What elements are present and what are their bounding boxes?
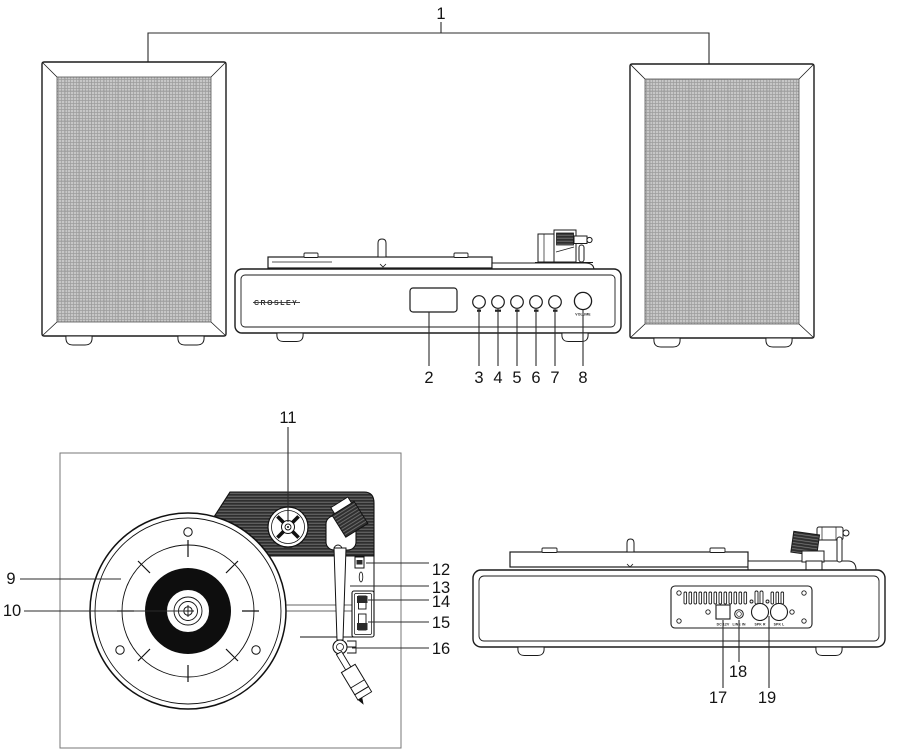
tonearm-top [325,496,373,705]
stylus [357,697,364,705]
speed-selector [351,590,375,638]
callout-15: 15 [432,614,450,632]
callout-3: 3 [474,369,483,387]
callout-17: 17 [709,689,727,707]
skip-back-button [510,295,524,309]
skip-forward-button [548,295,562,309]
left-speaker-foot [177,335,205,346]
top-view [20,427,429,749]
tonearm-rear [790,526,850,571]
display-window [409,287,458,313]
speaker-right-port [750,602,770,622]
tonearm-pin [836,536,843,563]
callout-4: 4 [493,369,502,387]
line-in-port [734,609,744,619]
callout-12: 12 [432,561,450,579]
front-leaders [428,309,584,366]
rear-foot [815,646,843,656]
tonearm-tube [333,547,347,641]
callout-19: 19 [758,689,776,707]
port-label-spk-r: SPK R [754,623,766,627]
spindle-rear [626,538,635,553]
dc-power-port [715,604,731,620]
callout-6: 6 [531,369,540,387]
headshell [335,650,373,705]
adapter-45rpm [267,506,309,548]
platter-rear [509,551,749,568]
rear-view [472,526,886,656]
callout-2: 2 [424,369,433,387]
speed-slider-knob [357,596,368,603]
mode-slider-knob [357,623,368,630]
spindle-front [377,238,387,258]
autostop-switch [354,556,365,583]
tonearm-front [535,229,593,263]
right-speaker-foot [765,337,793,348]
callout-numbers: 1 2 3 4 5 6 7 8 9 10 11 12 13 14 15 16 1… [3,5,776,707]
speaker-left-port [769,602,789,622]
platter-front [267,256,493,269]
right-speaker-foot [653,337,681,348]
port-label-spk-l: SPK L [774,623,785,627]
front-view [234,229,622,342]
callout-1: 1 [436,5,445,23]
front-foot [561,332,589,342]
left-speaker [41,61,227,346]
panel-screws [676,590,807,624]
rear-leaders [722,616,770,688]
rear-panel [670,585,813,629]
callout-13: 13 [432,579,450,597]
callout-7: 7 [550,369,559,387]
function-button [491,295,505,309]
rear-foot [517,646,545,656]
brand-logo: CROSLEY [254,300,298,307]
vent-slots [683,590,785,605]
volume-knob [573,291,593,311]
callout-14: 14 [432,593,450,611]
callout-18: 18 [729,663,747,681]
callout-8: 8 [578,369,587,387]
callout-5: 5 [512,369,521,387]
callout-10: 10 [3,602,21,620]
top-view-leaders [20,427,429,649]
callout-9: 9 [6,570,15,588]
power-button [472,295,486,309]
right-speaker [629,63,815,348]
play-pause-button [529,295,543,309]
left-speaker-foot [65,335,93,346]
front-foot [276,332,304,342]
tonearm-clip [347,640,357,654]
callout-11: 11 [279,409,296,427]
callout-16: 16 [432,640,450,658]
